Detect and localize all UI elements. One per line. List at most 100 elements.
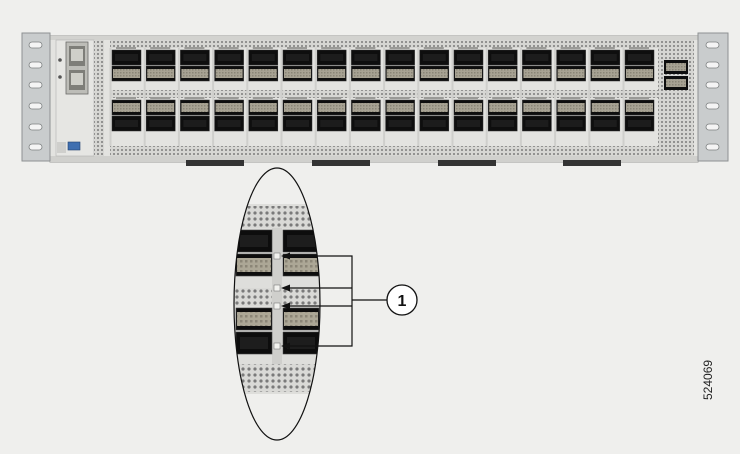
- rack-mount-hole: [28, 102, 43, 110]
- column-divider: [622, 48, 625, 146]
- port-label: [287, 47, 307, 49]
- port-status-led: [273, 302, 281, 310]
- port-label: [594, 47, 615, 49]
- transceiver-module: [455, 103, 482, 112]
- transceiver-module: [489, 103, 517, 112]
- column-divider: [246, 48, 249, 146]
- zoom-ellipse-outline: [233, 167, 321, 441]
- transceiver-module: [557, 103, 585, 112]
- port-opening: [354, 54, 378, 61]
- port-label: [355, 47, 376, 49]
- pull-tab: [563, 160, 621, 166]
- zoom-center-bar: [272, 228, 282, 364]
- port-opening: [491, 120, 515, 127]
- zoom-vent-bottom: [234, 364, 320, 392]
- transceiver-module: [147, 69, 175, 78]
- port-label: [184, 47, 205, 49]
- side-port-module: [666, 63, 686, 71]
- port-opening: [628, 120, 651, 127]
- zoom-detail: [233, 167, 321, 441]
- transceiver-module: [352, 69, 380, 78]
- callout-circle: [386, 284, 418, 316]
- port-opening: [217, 54, 241, 61]
- rack-mount-hole: [28, 81, 43, 89]
- port-label: [116, 47, 136, 49]
- transceiver-module: [181, 69, 209, 78]
- port-opening: [491, 54, 515, 61]
- transceiver-module: [113, 103, 140, 112]
- rack-mount-hole: [705, 102, 720, 110]
- pull-tab: [438, 160, 496, 166]
- column-divider: [212, 48, 215, 146]
- transceiver-module: [318, 69, 346, 78]
- port-opening: [388, 120, 412, 127]
- port-label: [560, 47, 581, 49]
- callout-group: 1: [281, 252, 418, 350]
- port-opening: [251, 54, 275, 61]
- transceiver-module: [626, 103, 653, 112]
- port-label: [526, 47, 547, 49]
- column-divider: [588, 48, 591, 146]
- rack-mount-hole: [28, 41, 43, 49]
- callout-arrowhead: [281, 284, 290, 292]
- column-divider: [177, 48, 180, 146]
- port-grid: [109, 40, 660, 156]
- rack-mount-hole: [28, 143, 43, 151]
- rack-mount-hole: [705, 123, 720, 131]
- port-opening: [525, 54, 549, 61]
- column-divider: [143, 48, 146, 146]
- transceiver-module: [591, 69, 619, 78]
- port-opening: [286, 120, 309, 127]
- port-opening: [457, 54, 480, 61]
- callout-number: 1: [398, 293, 407, 310]
- transceiver-module: [113, 69, 140, 78]
- port-opening: [559, 54, 583, 61]
- column-divider: [451, 48, 454, 146]
- port-opening: [183, 54, 207, 61]
- port-label: [116, 97, 136, 99]
- transceiver-module: [352, 103, 380, 112]
- status-led: [58, 58, 62, 62]
- pull-tab: [312, 160, 370, 166]
- port-opening: [286, 54, 309, 61]
- port-opening: [115, 120, 138, 127]
- vent-strip: [110, 40, 660, 48]
- port-label: [321, 47, 342, 49]
- right-vent: [658, 40, 694, 156]
- management-panel: [55, 39, 104, 157]
- transceiver-module: [284, 103, 311, 112]
- zoom-transceiver: [237, 258, 271, 272]
- port-opening: [422, 54, 446, 61]
- port-label: [218, 47, 239, 49]
- column-divider: [554, 48, 557, 146]
- port-opening: [593, 54, 617, 61]
- transceiver-module: [489, 69, 517, 78]
- port-label: [629, 97, 649, 99]
- column-divider: [280, 48, 283, 146]
- port-opening: [388, 54, 412, 61]
- transceiver-module: [147, 103, 175, 112]
- rack-mount-hole: [28, 123, 43, 131]
- rack-mount-hole: [705, 41, 720, 49]
- port-label: [423, 97, 444, 99]
- right-panel: [658, 40, 694, 156]
- figure-id-label: 524069: [701, 359, 715, 400]
- port-label: [423, 47, 444, 49]
- port-opening: [320, 120, 344, 127]
- transceiver-module: [215, 69, 243, 78]
- column-divider: [519, 48, 522, 146]
- transceiver-module: [420, 103, 448, 112]
- transceiver-module: [420, 69, 448, 78]
- port-label: [184, 97, 205, 99]
- port-opening: [149, 54, 173, 61]
- cisco-logo-plate: [57, 142, 66, 153]
- rack-mount-hole: [705, 61, 720, 69]
- zoom-port-opening: [287, 235, 315, 247]
- port-label: [218, 97, 239, 99]
- port-label: [629, 47, 649, 49]
- column-divider: [109, 48, 112, 146]
- port-opening: [593, 120, 617, 127]
- port-opening: [559, 120, 583, 127]
- pull-tab: [186, 160, 244, 166]
